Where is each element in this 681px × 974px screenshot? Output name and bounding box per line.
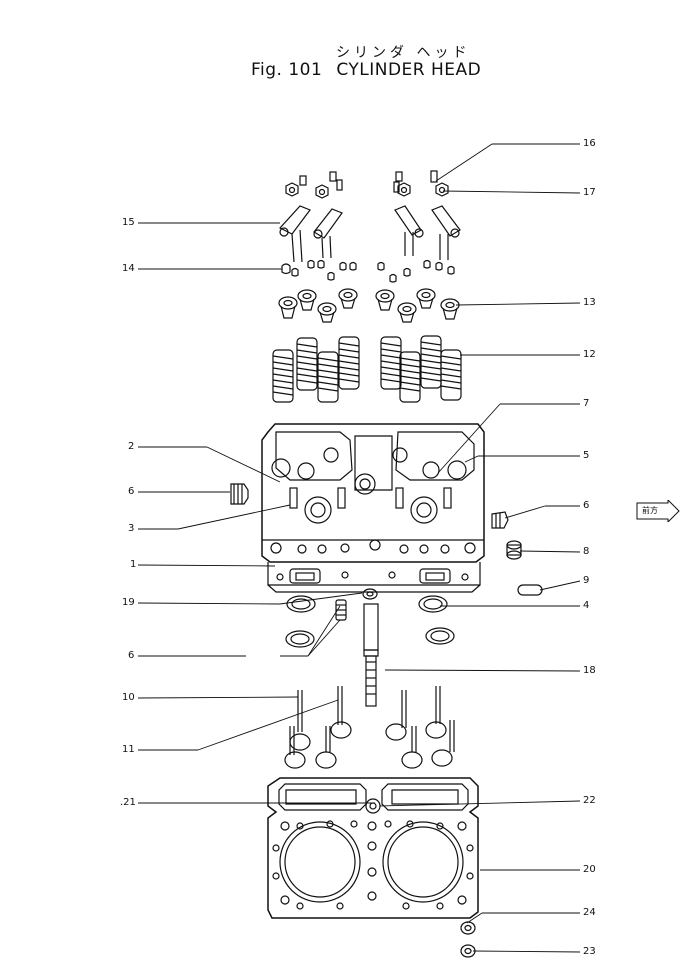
callout-21: .21 (120, 797, 136, 808)
rocker-arms (279, 205, 461, 263)
lock-nuts (285, 182, 449, 199)
callout-22: 22 (583, 795, 596, 806)
callout-19: 19 (122, 597, 135, 608)
callout-13: 13 (583, 297, 596, 308)
callout-1: 1 (130, 559, 137, 570)
title-japanese: シリンダ ヘッド (336, 45, 471, 61)
figure-number: Fig. 101 (251, 60, 323, 80)
callout-16: 16 (583, 138, 596, 149)
callout-24: 24 (583, 907, 596, 918)
callout-4: 4 (583, 600, 590, 611)
callout-20: 20 (583, 864, 596, 875)
valve-keys (281, 259, 455, 283)
cylinder-head-block (261, 423, 485, 593)
callout-23: 23 (583, 946, 596, 957)
callout-6-left: 6 (128, 486, 135, 497)
o-rings (460, 921, 476, 958)
callout-8: 8 (583, 546, 590, 557)
arrow-icon (636, 500, 680, 522)
injector-sleeve (363, 603, 379, 707)
callout-14: 14 (122, 263, 135, 274)
head-gasket (267, 777, 479, 919)
spring-retainers (278, 288, 460, 323)
o-ring-19 (362, 588, 378, 600)
callout-18: 18 (583, 665, 596, 676)
valve-springs (272, 335, 462, 403)
figure-title: Fig. 101 CYLINDER HEAD (251, 60, 481, 80)
valve-seat-rings (285, 595, 455, 648)
callout-17: 17 (583, 187, 596, 198)
callout-10: 10 (122, 692, 135, 703)
callout-12: 12 (583, 349, 596, 360)
leader-lines (137, 143, 581, 953)
plug-8 (506, 540, 522, 560)
callout-6-lower: 6 (128, 650, 135, 661)
callout-6-right: 6 (583, 500, 590, 511)
adjusting-screws (299, 170, 438, 193)
pin-9 (517, 584, 543, 596)
callout-11: 11 (122, 744, 135, 755)
callout-9: 9 (583, 575, 590, 586)
callout-15: 15 (122, 217, 135, 228)
front-direction-label: 前方 (642, 506, 658, 515)
expansion-plugs (230, 483, 509, 621)
figure-name: CYLINDER HEAD (336, 60, 482, 80)
callout-5: 5 (583, 450, 590, 461)
callout-3: 3 (128, 523, 135, 534)
callout-2: 2 (128, 441, 135, 452)
front-direction-arrow: 前方 (636, 500, 680, 522)
callout-7: 7 (583, 398, 590, 409)
valves (284, 686, 455, 769)
